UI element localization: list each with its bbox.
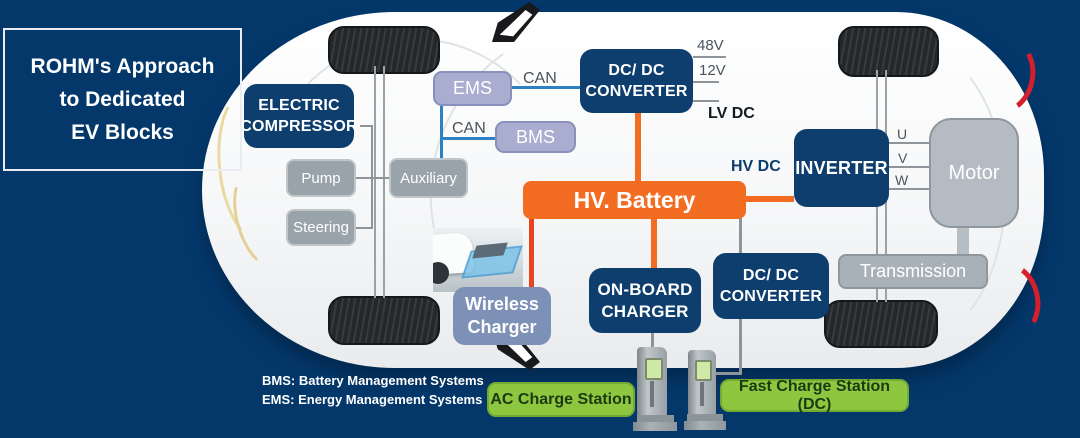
block-onboard-charger: ON-BOARD CHARGER xyxy=(589,268,701,333)
w-phase-line xyxy=(889,188,930,190)
12v-stub-line xyxy=(693,81,719,83)
block-wireless-charger: Wireless Charger xyxy=(453,287,551,345)
hv-line-battery-obc xyxy=(651,217,657,269)
12v-label: 12V xyxy=(699,62,726,79)
obc-station-line xyxy=(651,332,654,349)
block-transmission: Transmission xyxy=(838,254,988,289)
legend: BMS: Battery Management Systems EMS: Ene… xyxy=(262,371,484,409)
hv-line-battery-inverter xyxy=(746,196,794,202)
side-mirror-icon xyxy=(492,2,540,42)
block-motor: Motor xyxy=(929,118,1019,228)
block-hv-battery: HV. Battery xyxy=(523,181,746,219)
dcdc2-station-line xyxy=(739,318,742,375)
connector-line xyxy=(360,125,373,127)
lv-dc-label: LV DC xyxy=(708,105,755,122)
hv-line-battery-wireless xyxy=(529,217,534,288)
block-inverter: INVERTER xyxy=(794,129,889,207)
u-phase-label: U xyxy=(897,126,908,142)
page-title: ROHM's Approach to Dedicated EV Blocks xyxy=(30,55,215,144)
motor-transmission-shaft xyxy=(957,226,969,254)
charge-pillar-ac-icon xyxy=(633,347,677,431)
fast-charge-station-label: Fast Charge Station (DC) xyxy=(720,378,909,413)
line-battery-dcdc2 xyxy=(739,217,742,254)
legend-ems: EMS: Energy Management Systems xyxy=(262,392,483,407)
dcdc2-station-line xyxy=(716,372,742,375)
lvdc-stub-line xyxy=(693,100,719,102)
v-phase-label: V xyxy=(898,150,908,166)
legend-bms: BMS: Battery Management Systems xyxy=(262,373,484,388)
v-phase-line xyxy=(889,166,930,168)
can-bus-line xyxy=(440,106,443,160)
can-label-top: CAN xyxy=(523,70,557,87)
hv-dc-label: HV DC xyxy=(731,158,781,175)
charge-pillar-dc-icon xyxy=(684,350,726,431)
48v-stub-line xyxy=(693,56,726,58)
wheel-rear-right-icon xyxy=(824,300,938,348)
connector-line xyxy=(356,227,373,229)
can-bus-line xyxy=(440,137,496,140)
ac-charge-station-label: AC Charge Station xyxy=(487,382,635,417)
wheel-rear-left-icon xyxy=(838,26,939,77)
block-steering: Steering xyxy=(286,209,356,246)
front-axle-line xyxy=(374,66,376,298)
block-bms: BMS xyxy=(495,121,576,153)
block-dcdc-converter-top: DC/ DC CONVERTER xyxy=(580,49,693,113)
w-phase-label: W xyxy=(895,172,909,188)
block-pump: Pump xyxy=(286,159,356,197)
hv-line-battery-dcdc xyxy=(635,112,641,182)
wireless-charging-photo xyxy=(433,228,523,292)
block-dcdc-converter-bottom: DC/ DC CONVERTER xyxy=(713,253,829,319)
front-axle-line xyxy=(383,66,385,298)
u-phase-line xyxy=(889,142,930,144)
block-electric-compressor: ELECTRIC COMPRESSOR xyxy=(240,84,358,148)
block-ems: EMS xyxy=(433,71,512,106)
can-label-left: CAN xyxy=(452,120,486,137)
title-box: ROHM's Approach to Dedicated EV Blocks xyxy=(3,28,242,171)
connector-line xyxy=(356,177,390,179)
wheel-front-right-icon xyxy=(328,296,440,345)
48v-label: 48V xyxy=(697,37,724,54)
block-auxiliary: Auxiliary xyxy=(389,158,468,198)
can-bus-line xyxy=(512,86,580,89)
